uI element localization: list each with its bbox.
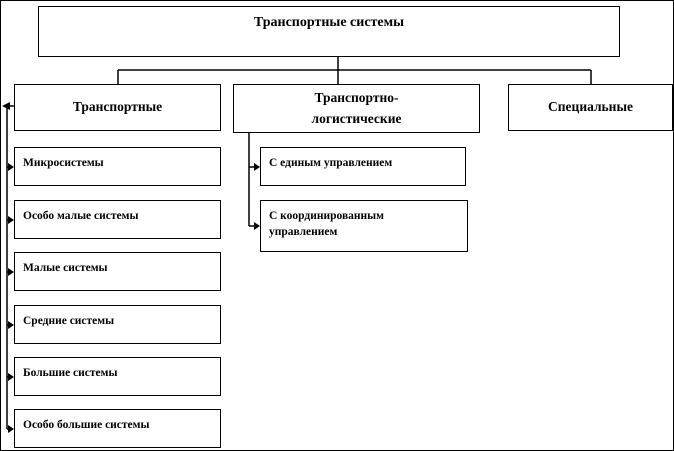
node-transport: Транспортные xyxy=(14,84,221,131)
node-transport-systems: Транспортные системы xyxy=(38,6,620,57)
node-medium-systems: Средние системы xyxy=(14,305,221,344)
node-coordinated-management-line2: управлением xyxy=(269,226,338,239)
node-special: Специальные xyxy=(508,84,673,131)
root-branch-connector xyxy=(117,56,592,84)
node-coordinated-management-line1: С координированным xyxy=(269,210,384,222)
node-transport-logistics-line1: Транспортно- xyxy=(314,90,399,106)
node-small-systems: Малые системы xyxy=(14,252,221,291)
node-transport-logistics: Транспортно- логистические xyxy=(233,84,480,133)
middle-trunk-line xyxy=(248,133,254,227)
node-coordinated-management: С координированным управлением xyxy=(260,200,468,252)
node-unified-management: С единым управлением xyxy=(260,147,466,186)
arrow-left-icon xyxy=(2,102,10,110)
node-microsystems: Микросистемы xyxy=(14,147,221,186)
left-trunk-line xyxy=(6,105,14,430)
node-transport-logistics-line2: логистические xyxy=(311,110,402,126)
node-extra-small-systems: Особо малые системы xyxy=(14,200,221,239)
node-extra-large-systems: Особо большие системы xyxy=(14,409,221,448)
node-large-systems: Большие системы xyxy=(14,357,221,396)
